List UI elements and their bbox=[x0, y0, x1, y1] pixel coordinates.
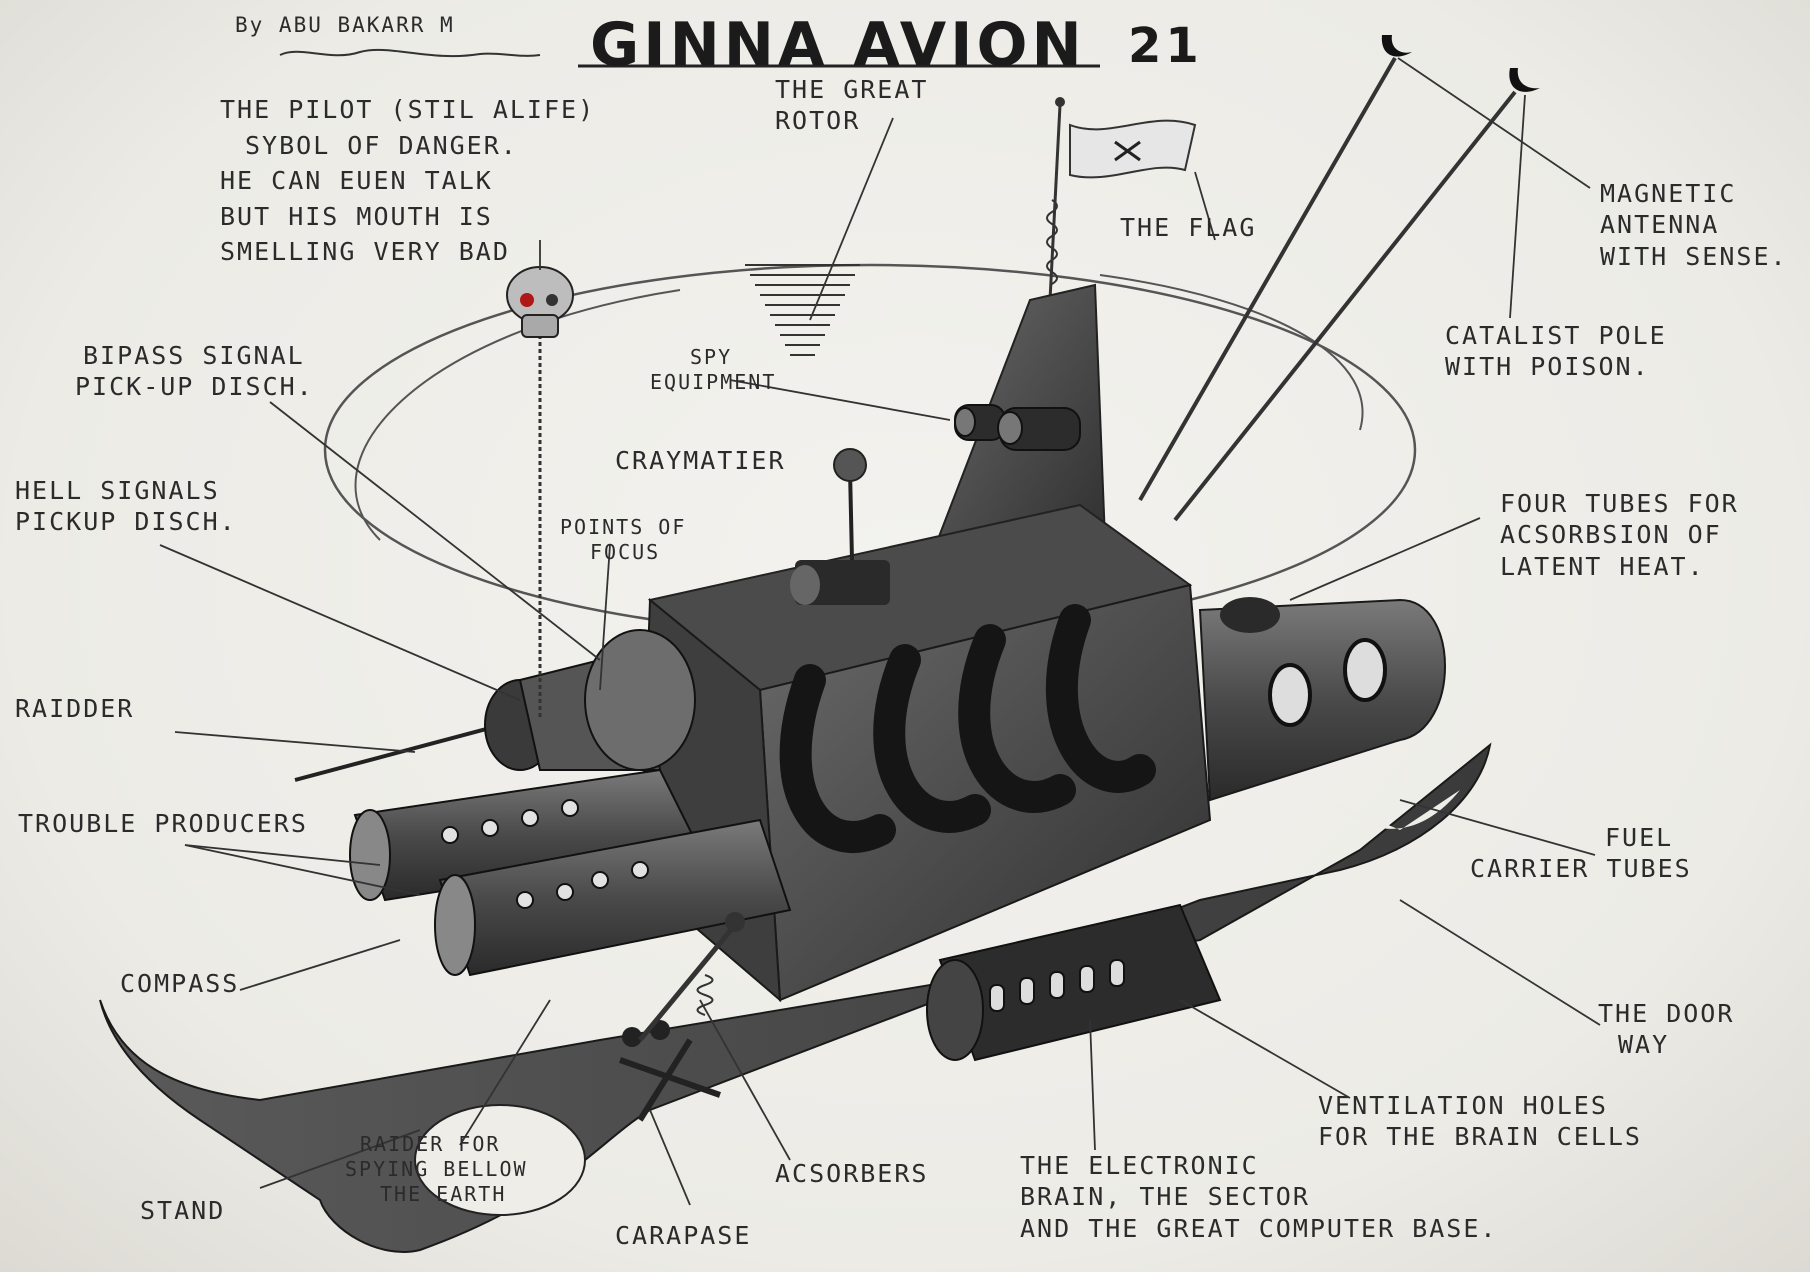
label-ventilation-line: FOR THE BRAIN CELLS bbox=[1318, 1122, 1642, 1152]
leader-lines bbox=[159, 57, 1601, 1206]
label-raider-spying-line: THE EARTH bbox=[380, 1182, 507, 1206]
label-pilot-line: SYBOL OF DANGER. bbox=[245, 130, 518, 160]
catalist-pole bbox=[1173, 68, 1540, 522]
spy-equipment bbox=[954, 404, 1081, 451]
label-catalist-pole: CATALIST POLE WITH POISON. bbox=[1445, 320, 1667, 383]
label-craymatter: CRAYMATIER bbox=[615, 446, 786, 475]
acsorbers bbox=[638, 912, 745, 1042]
label-door-way: THE DOOR WAY bbox=[1598, 998, 1734, 1061]
craymatter bbox=[790, 448, 890, 605]
author-signature: By ABU BAKARR M bbox=[235, 13, 455, 37]
label-compass: COMPASS bbox=[120, 969, 240, 998]
label-hell-signals: HELL SIGNALS PICKUP DISCH. bbox=[15, 475, 237, 538]
raidder bbox=[294, 629, 696, 782]
label-fuel-carrier: FUEL CARRIER TUBES bbox=[1470, 822, 1692, 885]
label-door-way-line: THE DOOR bbox=[1598, 999, 1735, 1028]
label-fuel-carrier-line: FUEL bbox=[1605, 823, 1674, 852]
label-door-way-line: WAY bbox=[1618, 1030, 1670, 1060]
label-magnetic-antenna-line: WITH SENSE. bbox=[1600, 241, 1788, 271]
label-carapase: CARAPASE bbox=[615, 1221, 752, 1250]
label-raider-spying-line: RAIDER FOR bbox=[360, 1132, 501, 1156]
trouble-producers bbox=[349, 768, 792, 977]
label-magnetic-antenna: MAGNETIC ANTENNA WITH SENSE. bbox=[1600, 178, 1788, 272]
label-catalist-pole-line: WITH POISON. bbox=[1445, 352, 1650, 382]
label-great-rotor: THE GREAT ROTOR bbox=[775, 74, 928, 137]
label-magnetic-antenna-line: ANTENNA bbox=[1600, 210, 1720, 240]
magnetic-antenna bbox=[1138, 35, 1412, 501]
fuel-carrier-tubes bbox=[1198, 597, 1446, 802]
label-acsorbers: ACSORBERS bbox=[775, 1159, 929, 1188]
pilot-skull bbox=[506, 266, 574, 720]
label-pilot-line: SMELLING VERY BAD bbox=[220, 237, 510, 266]
label-pilot-line: BUT HIS MOUTH IS bbox=[220, 201, 493, 231]
flag bbox=[1046, 97, 1197, 301]
label-trouble-producers: TROUBLE PRODUCERS bbox=[18, 809, 308, 838]
label-great-rotor-line: ROTOR bbox=[775, 106, 861, 136]
label-flag: THE FLAG bbox=[1120, 213, 1257, 242]
label-electronic-brain-line: BRAIN, THE SECTOR bbox=[1020, 1182, 1310, 1212]
label-ventilation-line: VENTILATION HOLES bbox=[1318, 1091, 1608, 1120]
label-four-tubes: FOUR TUBES FOR ACSORBSION OF LATENT HEAT… bbox=[1500, 488, 1739, 582]
label-pilot: THE PILOT (STIL ALIFE) SYBOL OF DANGER. … bbox=[220, 92, 595, 270]
label-raider-spying: RAIDER FOR SPYING BELLOW THE EARTH bbox=[345, 1132, 528, 1207]
label-hell-signals-line: PICKUP DISCH. bbox=[15, 507, 237, 537]
electronic-brain bbox=[926, 903, 1222, 1062]
label-spy-equipment-line: SPY bbox=[690, 345, 733, 369]
label-raider-spying-line: SPYING BELLOW bbox=[345, 1157, 528, 1181]
label-spy-equipment: SPY EQUIPMENT bbox=[650, 345, 776, 395]
label-catalist-pole-line: CATALIST POLE bbox=[1445, 321, 1667, 350]
label-stand: STAND bbox=[140, 1196, 226, 1225]
label-points-of-focus-line: POINTS OF bbox=[560, 515, 687, 539]
label-four-tubes-line: LATENT HEAT. bbox=[1500, 551, 1705, 581]
label-electronic-brain-line: THE ELECTRONIC bbox=[1020, 1151, 1259, 1180]
label-great-rotor-line: THE GREAT bbox=[775, 75, 929, 104]
label-bipass-disch-line: BIPASS SIGNAL bbox=[83, 341, 305, 370]
label-magnetic-antenna-line: MAGNETIC bbox=[1600, 179, 1737, 208]
label-points-of-focus-line: FOCUS bbox=[590, 540, 661, 564]
label-fuel-carrier-line: CARRIER TUBES bbox=[1470, 854, 1692, 884]
label-hell-signals-line: HELL SIGNALS bbox=[15, 476, 220, 505]
drawing-number: 21 bbox=[1128, 18, 1203, 74]
label-ventilation: VENTILATION HOLES FOR THE BRAIN CELLS bbox=[1318, 1090, 1642, 1153]
label-points-of-focus: POINTS OF FOCUS bbox=[560, 515, 686, 565]
label-electronic-brain: THE ELECTRONIC BRAIN, THE SECTOR AND THE… bbox=[1020, 1150, 1497, 1244]
page-title: GINNA AVION bbox=[590, 10, 1086, 80]
label-four-tubes-line: ACSORBSION OF bbox=[1500, 520, 1722, 550]
label-bipass-disch: BIPASS SIGNAL PICK-UP DISCH. bbox=[75, 340, 314, 403]
label-four-tubes-line: FOUR TUBES FOR bbox=[1500, 489, 1739, 518]
label-electronic-brain-line: AND THE GREAT COMPUTER BASE. bbox=[1020, 1213, 1498, 1243]
label-pilot-line: HE CAN EUEN TALK bbox=[220, 166, 493, 195]
label-bipass-disch-line: PICK-UP DISCH. bbox=[75, 372, 314, 402]
label-raidder: RAIDDER bbox=[15, 694, 135, 723]
four-tubes bbox=[779, 604, 1156, 853]
label-pilot-line: THE PILOT (STIL ALIFE) bbox=[220, 95, 596, 124]
label-spy-equipment-line: EQUIPMENT bbox=[650, 370, 777, 394]
